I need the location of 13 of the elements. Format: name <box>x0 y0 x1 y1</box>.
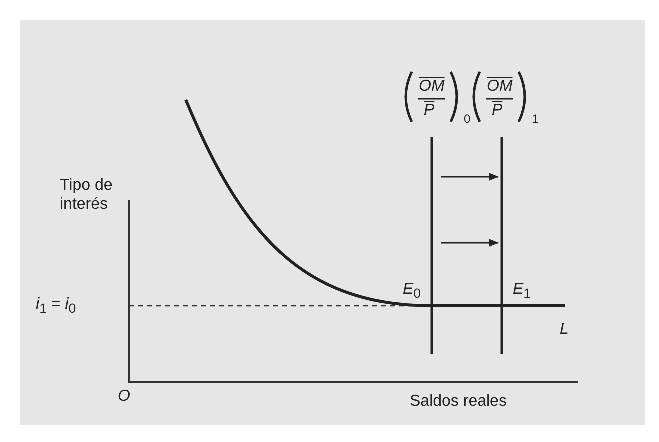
value-label: i$_{1}$ = i$_{0}$ <box>36 295 76 318</box>
subscript: 0 <box>464 112 471 126</box>
point-label: E$_{0}$ <box>403 280 422 302</box>
axis-title: Tipo de interés <box>60 176 114 214</box>
origin-label: O <box>118 387 130 406</box>
point-label: E$_{1}$ <box>513 280 532 302</box>
axis-title: Saldos reales <box>410 392 507 412</box>
fraction-denominator: P <box>424 101 435 120</box>
fraction-denominator: P <box>492 101 503 120</box>
fraction-numerator: OM <box>419 77 445 96</box>
fraction-numerator: OM <box>487 77 513 96</box>
curve-label: L <box>560 320 569 340</box>
subscript: 1 <box>532 112 539 126</box>
